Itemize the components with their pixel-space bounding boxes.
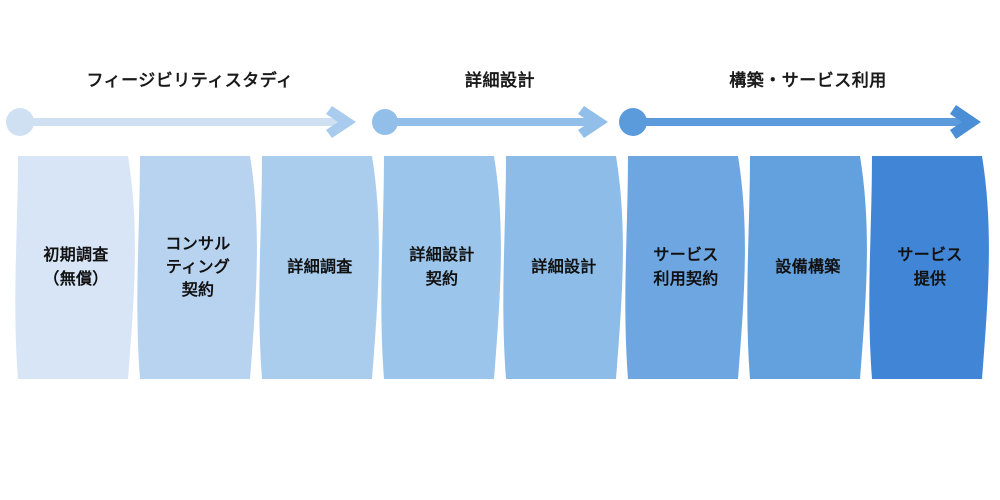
step-shape-6 xyxy=(625,156,745,379)
process-step-2[interactable]: コンサル ティング 契約 xyxy=(134,150,262,385)
phase-arrowhead-1 xyxy=(326,106,356,138)
process-step-8[interactable]: サービス 提供 xyxy=(866,150,994,385)
process-step-4[interactable]: 詳細設計 契約 xyxy=(378,150,506,385)
phase-arrowhead-3 xyxy=(950,105,981,139)
step-shape-7 xyxy=(747,156,867,379)
step-shape-1 xyxy=(15,156,135,379)
process-step-7[interactable]: 設備構築 xyxy=(744,150,872,385)
phase-arrows-graphic xyxy=(6,105,981,139)
step-shape-5 xyxy=(503,156,623,379)
process-step-1[interactable]: 初期調査 （無償） xyxy=(12,150,140,385)
process-step-3[interactable]: 詳細調査 xyxy=(256,150,384,385)
phase-label-2: 詳細設計 xyxy=(465,71,535,90)
phase-label-1: フィージビリティスタディ xyxy=(86,71,294,90)
step-shape-2 xyxy=(137,156,257,379)
phase-arrow-band: フィージビリティスタディ 詳細設計 構築・サービス利用 xyxy=(0,0,1000,150)
phase-arrow-3 xyxy=(619,105,981,139)
process-step-5[interactable]: 詳細設計 xyxy=(500,150,628,385)
phase-label-3: 構築・サービス利用 xyxy=(729,71,887,90)
phase-arrowhead-2 xyxy=(578,106,608,138)
process-step-6[interactable]: サービス 利用契約 xyxy=(622,150,750,385)
step-shape-8 xyxy=(869,156,989,379)
step-shape-4 xyxy=(381,156,501,379)
step-shape-3 xyxy=(259,156,379,379)
phase-arrow-1 xyxy=(6,106,356,138)
phase-arrow-2 xyxy=(372,106,608,138)
process-step-row: 初期調査 （無償） コンサル ティング 契約 詳細調査 詳細設計 契約 詳細設計 xyxy=(0,150,1000,395)
